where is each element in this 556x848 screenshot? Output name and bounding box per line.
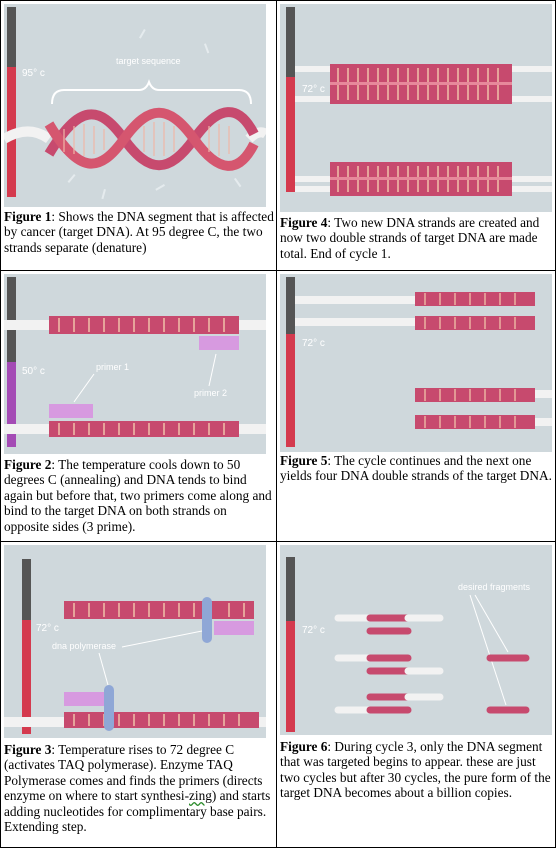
temperature-label: 72° c <box>302 338 325 349</box>
temperature-label: 72° c <box>302 625 325 636</box>
dna-polymerase-label: dna polymerase <box>52 641 116 651</box>
temperature-label: 72° c <box>36 623 59 634</box>
figure-6-caption: Figure 6: During cycle 3, only the DNA s… <box>280 739 551 801</box>
table-cell-figure-5: 72° c Figure 5: The cycle continues and … <box>276 270 556 542</box>
figure-5-caption: Figure 5: The cycle continues and the ne… <box>280 453 552 484</box>
primer-1-shape <box>49 404 93 418</box>
figure-6-illustration: 72° c desired fragments <box>280 545 552 735</box>
table-cell-figure-1: 95° c target sequence Figure 1: Shows th… <box>0 0 277 271</box>
primer-1-label: primer 1 <box>96 362 129 372</box>
figure-4-illustration: 72° c <box>280 4 552 212</box>
figure-2-caption: Figure 2: The temperature cools down to … <box>4 457 272 534</box>
temperature-label: 72° c <box>302 84 325 95</box>
desired-fragments-label: desired fragments <box>458 582 531 592</box>
table-cell-figure-4: 72° c Figure <box>276 0 556 271</box>
figure-3-illustration: 72° c dna polymerase <box>4 545 266 738</box>
polymerase-shape-top <box>202 597 212 643</box>
temperature-label: 95° c <box>22 68 45 79</box>
primer-2-shape <box>199 336 239 350</box>
figure-5-illustration: 72° c <box>280 274 552 452</box>
figure-3-caption: Figure 3: Temperature rises to 72 degree… <box>4 742 271 835</box>
table-cell-figure-3: 72° c dna polymerase Figure 3: Temperatu… <box>0 541 277 848</box>
figure-2-illustration: 50° c primer 1 primer 2 <box>4 274 266 454</box>
primer-2-label: primer 2 <box>194 388 227 398</box>
figure-1-illustration: 95° c target sequence <box>4 4 266 207</box>
table-cell-figure-2: 50° c primer 1 primer 2 Figure 2: Th <box>0 270 277 542</box>
target-sequence-label: target sequence <box>116 56 181 66</box>
temperature-label: 50° c <box>22 366 45 377</box>
figure-4-caption: Figure 4: Two new DNA strands are create… <box>280 215 540 261</box>
figure-1-caption: Figure 1: Shows the DNA segment that is … <box>4 209 274 255</box>
polymerase-shape-bottom <box>104 685 114 731</box>
table-cell-figure-6: 72° c desired fragments Figure 6: During… <box>276 541 556 848</box>
